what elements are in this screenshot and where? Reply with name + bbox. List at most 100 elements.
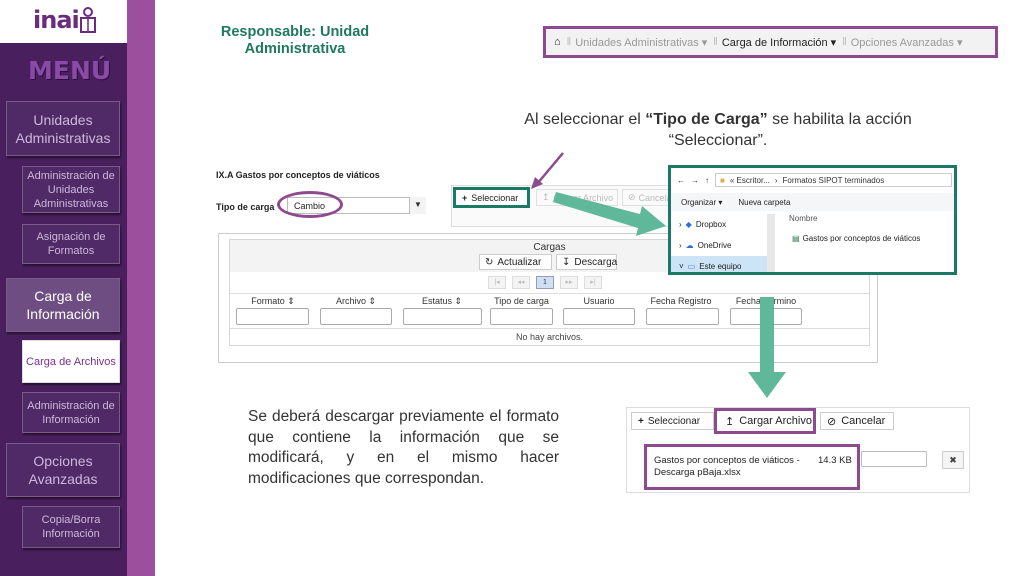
sidebar-item-carga-archivos[interactable]: Carga de Archivos [22, 340, 120, 383]
seleccionar-button[interactable]: + Seleccionar [453, 187, 530, 208]
cargar-archivo-button-disabled: ↥ Cargar Archivo [536, 189, 618, 206]
selected-file-box [644, 444, 860, 490]
column-header-formato[interactable]: Formato ⇕ [251, 296, 295, 306]
home-icon[interactable]: ⌂ [554, 36, 561, 48]
plus-icon: + [462, 192, 468, 203]
chevron-right-icon: › [774, 175, 778, 185]
column-header-fecha-registro[interactable]: Fecha Registro [650, 296, 712, 306]
nav-onedrive[interactable]: › ☁ OneDrive [679, 241, 732, 250]
filter-estatus[interactable] [403, 308, 482, 325]
folder-icon: ■ [720, 175, 725, 185]
logo: inai [0, 0, 127, 43]
nav-este-equipo[interactable]: ˅ ▭ Este equipo [671, 256, 775, 272]
path-part1: « Escritor... [729, 175, 770, 185]
descarga-label: Descarga [574, 256, 618, 268]
instruction-top-prefix: Al seleccionar el [524, 111, 646, 128]
up-icon[interactable]: ↑ [705, 175, 709, 185]
top-navbar: ⌂ ‖ Unidades Administrativas ▾ ‖ Carga d… [543, 26, 998, 58]
cloud-icon: ☁ [685, 241, 694, 250]
file-item[interactable]: ▤ Gastos por conceptos de viáticos [792, 234, 921, 243]
nav-carga-informacion[interactable]: Carga de Información ▾ [721, 36, 837, 49]
sidebar-item-admin-informacion[interactable]: Administración de Información [22, 392, 120, 433]
cancel-icon: ⊘ [628, 192, 636, 202]
column-header-usuario[interactable]: Usuario [583, 296, 615, 306]
organizar-button[interactable]: Organizar ▾ [681, 197, 723, 207]
filter-usuario[interactable] [563, 308, 635, 325]
sidebar-item-asignacion-formatos[interactable]: Asignación de Formatos [22, 224, 120, 264]
nueva-carpeta-button[interactable]: Nueva carpeta [738, 197, 791, 207]
cargas-title: Cargas [533, 242, 566, 253]
separator-icon: ‖ [842, 36, 847, 48]
address-bar: ← → ↑ ■ « Escritor... › Formatos SIPOT t… [677, 172, 952, 188]
menu-title: MENÚ [28, 56, 112, 85]
sidebar-item-unidades-administrativas[interactable]: Unidades Administrativas [6, 101, 120, 156]
expand-icon: › [679, 241, 682, 250]
computer-icon: ▭ [687, 262, 696, 271]
chevron-down-icon[interactable]: ▼ [409, 197, 426, 214]
actualizar-button[interactable]: ↻ Actualizar [479, 254, 552, 270]
section-title: IX.A Gastos por conceptos de viáticos [216, 170, 380, 180]
nav-opciones-avanzadas[interactable]: Opciones Avanzadas ▾ [850, 36, 963, 49]
cargar-archivo-button[interactable]: ↥ Cargar Archivo [714, 408, 816, 434]
pager-last[interactable]: ▸| [584, 276, 602, 289]
expand-icon: ˅ [679, 262, 684, 271]
highlight-oval [277, 191, 343, 218]
separator-icon: ‖ [713, 36, 718, 48]
plus-icon: + [638, 415, 644, 427]
nav-unidades-administrativas[interactable]: Unidades Administrativas ▾ [575, 36, 708, 49]
sidebar-item-opciones-avanzadas[interactable]: Opciones Avanzadas [6, 443, 120, 497]
expand-icon: › [679, 220, 682, 229]
seleccionar-button-bottom[interactable]: + Seleccionar [631, 412, 714, 430]
pager-prev[interactable]: ◂◂ [512, 276, 530, 289]
progress-field [861, 451, 927, 467]
separator-icon: ‖ [566, 36, 572, 48]
explorer-nav-pane: › ◆ Dropbox › ☁ OneDrive ˅ ▭ Este equipo [671, 214, 775, 272]
remove-file-button[interactable]: ✖ [942, 451, 964, 469]
filter-tipo-carga[interactable] [490, 308, 553, 325]
logo-icon [80, 7, 96, 33]
selected-file-size: 14.3 KB [818, 455, 852, 466]
sidebar-item-carga-informacion[interactable]: Carga de Información [6, 278, 120, 332]
selected-file-name: Gastos por conceptos de viáticos - Desca… [654, 455, 800, 478]
purple-arrow-line [536, 152, 564, 185]
column-nombre[interactable]: Nombre [789, 214, 818, 223]
tipo-carga-label: Tipo de carga [216, 202, 275, 212]
upload-icon: ↥ [542, 192, 550, 202]
download-icon: ↧ [562, 256, 571, 268]
nav-dropbox[interactable]: › ◆ Dropbox [679, 220, 727, 229]
forward-icon[interactable]: → [691, 175, 699, 185]
file-explorer-dialog: ← → ↑ ■ « Escritor... › Formatos SIPOT t… [668, 165, 957, 275]
filter-fecha-termino[interactable] [730, 308, 802, 325]
scrollbar[interactable] [767, 214, 775, 272]
cargar-archivo-label: Cargar Archivo [553, 192, 614, 203]
instruction-top-suffix: se habilita la acción “Seleccionar”. [668, 111, 912, 149]
pager-next[interactable]: ▸▸ [560, 276, 578, 289]
column-header-fecha-termino[interactable]: Fecha Término [735, 296, 797, 306]
column-header-estatus[interactable]: Estatus ⇕ [421, 296, 463, 306]
actualizar-label: Actualizar [497, 256, 542, 268]
seleccionar-label: Seleccionar [471, 192, 519, 203]
filter-archivo[interactable] [320, 308, 392, 325]
instruction-bottom: Se deberá descargar previamente el forma… [248, 408, 559, 487]
logo-text: inai [33, 6, 80, 34]
back-icon[interactable]: ← [677, 175, 685, 185]
column-header-tipo-carga[interactable]: Tipo de carga [494, 296, 549, 306]
sidebar-item-admin-unidades[interactable]: Administración de Unidades Administrativ… [22, 166, 120, 213]
cancel-icon: ⊘ [827, 415, 837, 428]
sidebar-item-copia-borra[interactable]: Copia/Borra Información [22, 506, 120, 548]
instruction-top-bold: “Tipo de Carga” [645, 111, 768, 128]
pager-page[interactable]: 1 [536, 276, 554, 289]
sidebar-stripe [127, 0, 155, 576]
instruction-top: Al seleccionar el “Tipo de Carga” se hab… [500, 109, 936, 151]
file-icon: ▤ [792, 234, 800, 243]
empty-message: No hay archivos. [515, 332, 584, 342]
cancelar-button[interactable]: ⊘ Cancelar [820, 412, 894, 430]
filter-fecha-registro[interactable] [646, 308, 719, 325]
upload-icon: ↥ [725, 415, 735, 428]
path-box[interactable]: ■ « Escritor... › Formatos SIPOT termina… [715, 173, 952, 187]
pager-first[interactable]: |◂ [488, 276, 506, 289]
column-header-archivo[interactable]: Archivo ⇕ [335, 296, 377, 306]
cancelar-button-disabled: ⊘ Cancelar [622, 189, 675, 206]
descarga-button[interactable]: ↧ Descarga [556, 254, 617, 270]
filter-formato[interactable] [236, 308, 309, 325]
